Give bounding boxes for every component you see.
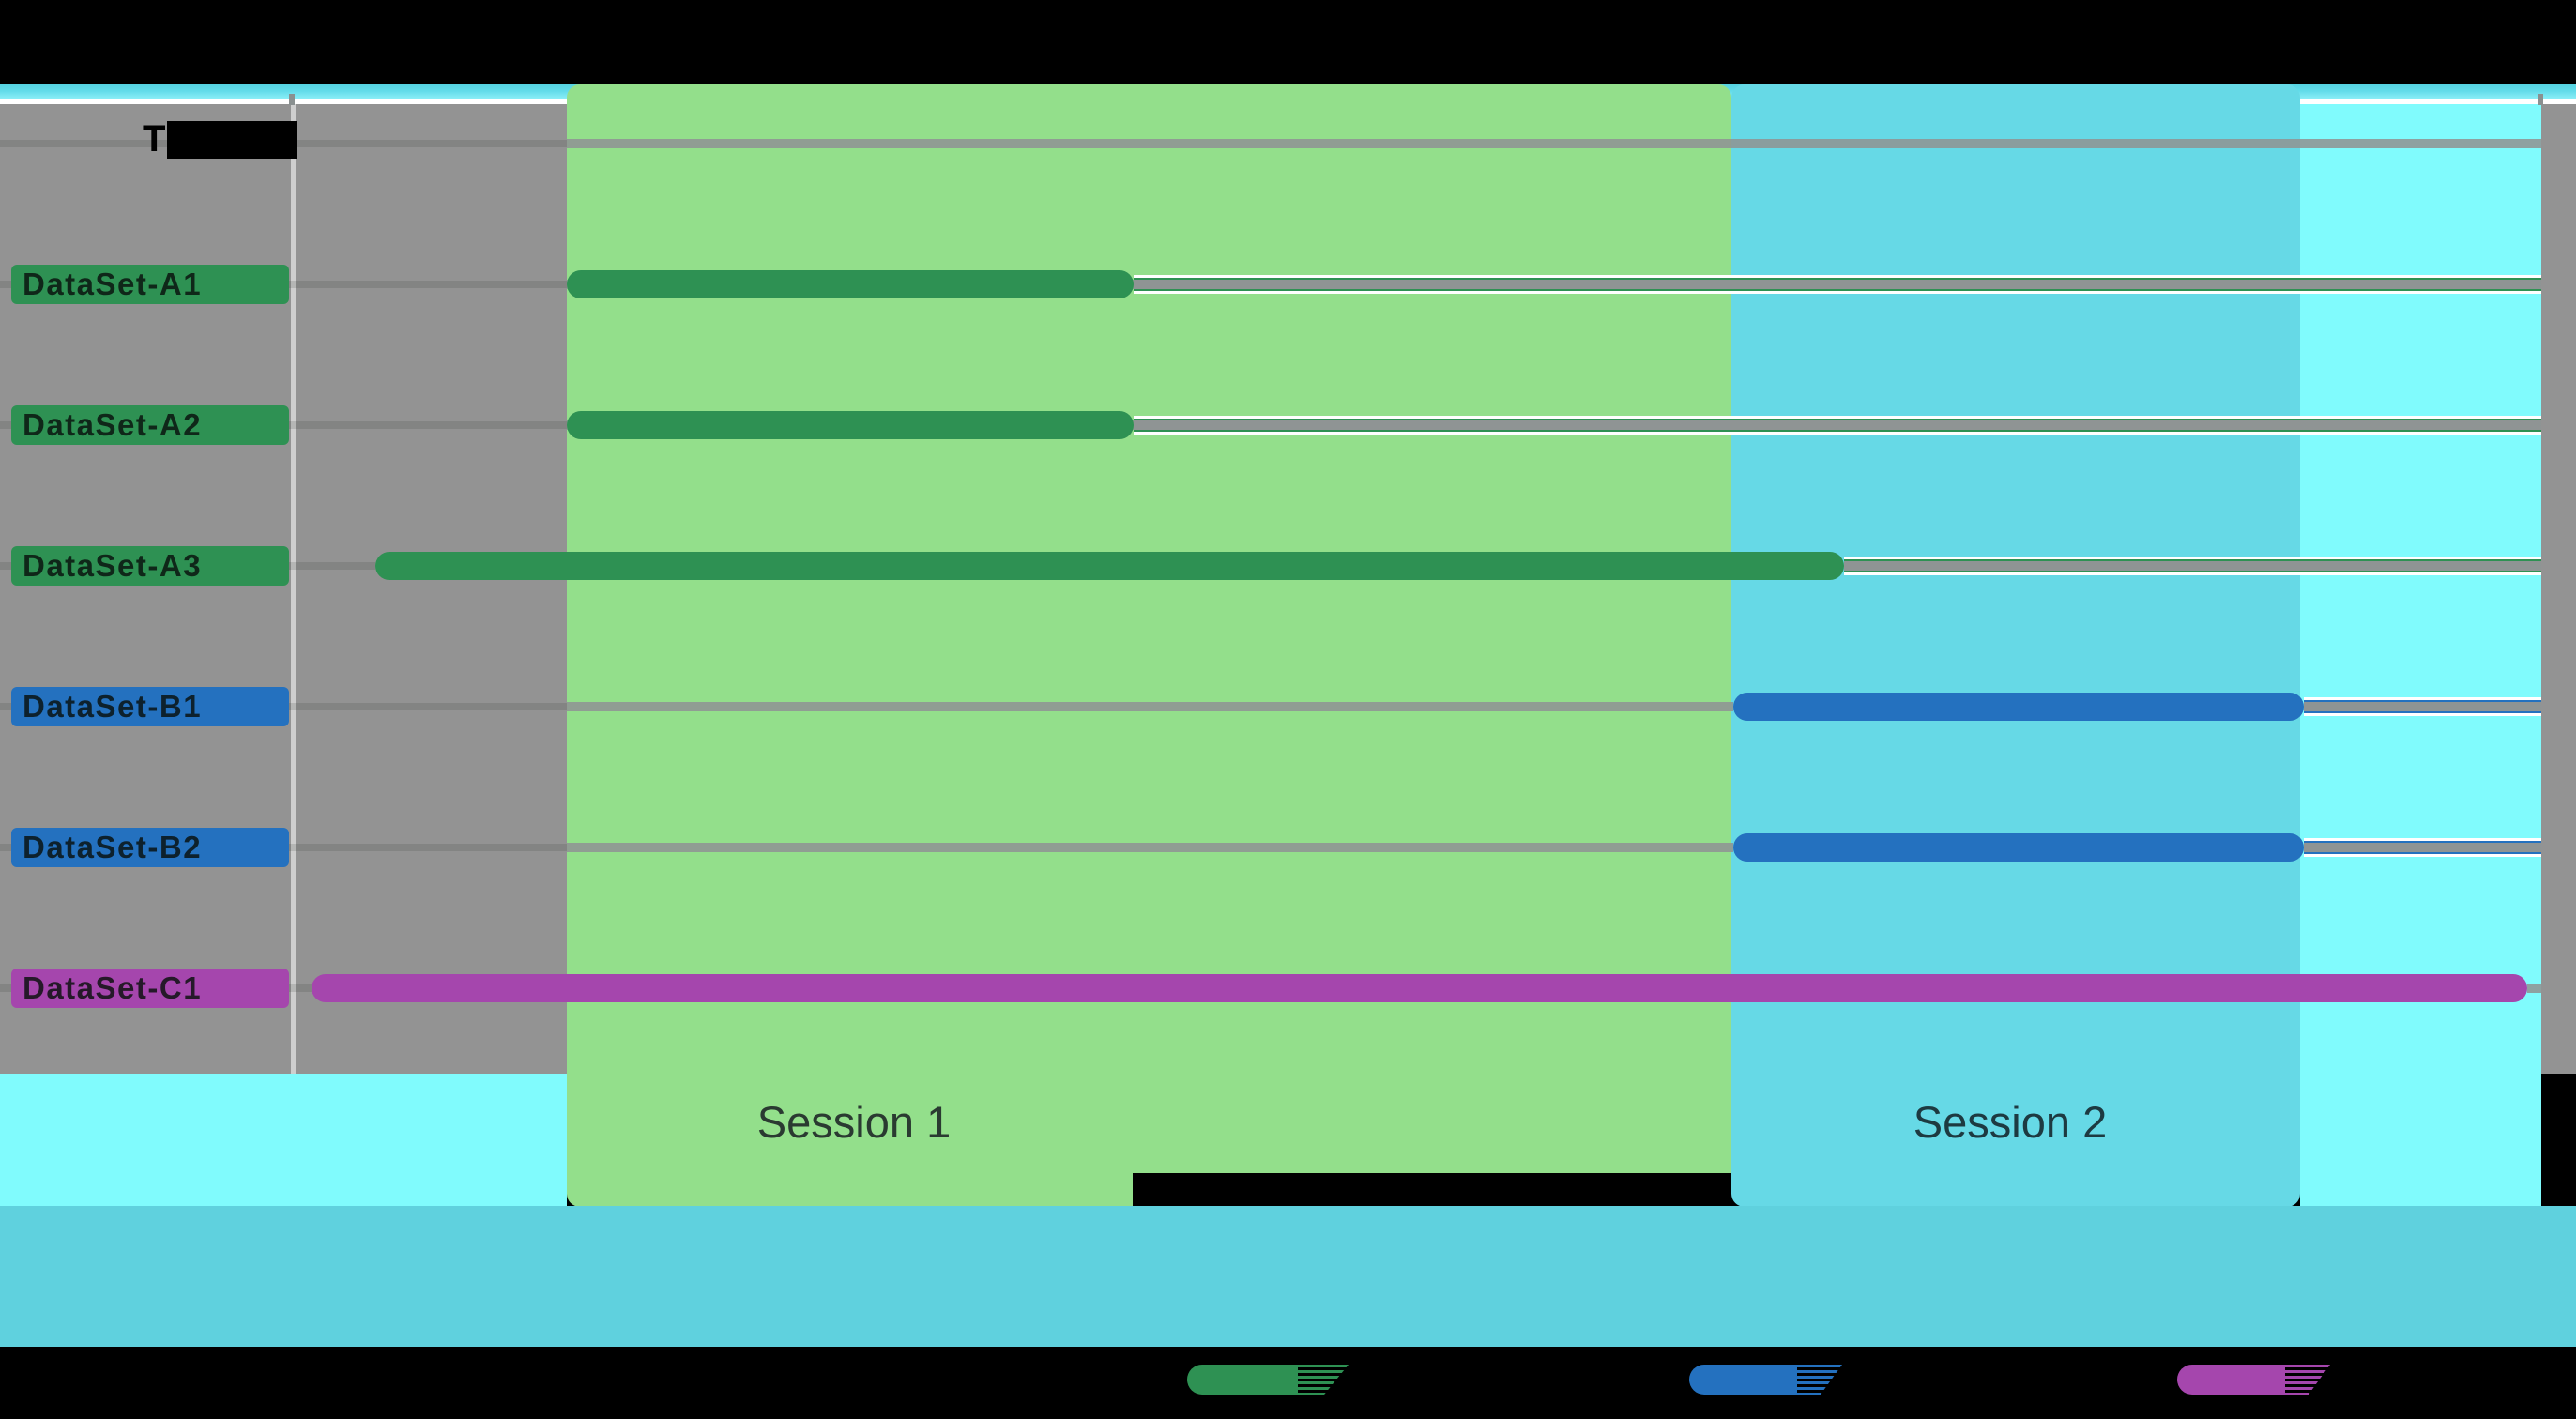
bar-dataset-a1 [567, 270, 1134, 298]
gridline-row4 [567, 702, 1733, 711]
row-label-dataset-a2: DataSet-A2 [11, 405, 289, 445]
x-tick-left [289, 94, 295, 105]
tail-row4 [2304, 697, 2541, 716]
title-redaction-box [167, 121, 297, 159]
right-aqua-zone [2300, 104, 2541, 1211]
title-visible-letter: T [143, 118, 166, 160]
session-1-label: Session 1 [756, 1097, 952, 1147]
left-aqua-zone [0, 1074, 567, 1211]
row-label-dataset-b2: DataSet-B2 [11, 828, 289, 867]
left-gray-panel [0, 104, 567, 1074]
session1-band [567, 84, 1731, 1207]
bar-dataset-a3 [375, 552, 1844, 580]
tail-row5 [2304, 838, 2541, 857]
gridline-row0 [567, 139, 2541, 148]
bar-dataset-a2 [567, 411, 1134, 439]
legend-key-purple [2177, 1365, 2285, 1395]
row-label-dataset-b1: DataSet-B1 [11, 687, 289, 726]
session-2-label: Session 2 [1913, 1097, 2108, 1147]
panel-divider-line [291, 104, 296, 1074]
row-label-dataset-c1: DataSet-C1 [11, 969, 289, 1008]
bar-dataset-c1 [312, 974, 2527, 1002]
session2-band [1731, 84, 2300, 1207]
gridline-row5 [567, 843, 1733, 852]
axis-top-edge-right [2300, 99, 2576, 105]
tail-row1 [1134, 275, 2541, 294]
bar-dataset-b1 [1733, 693, 2304, 721]
axis-top-edge-left [0, 99, 567, 105]
gridline-row6-stub [2527, 984, 2541, 993]
right-gray-panel [2541, 104, 2576, 1074]
legend-key-blue [1689, 1365, 1797, 1395]
row-label-dataset-a1: DataSet-A1 [11, 265, 289, 304]
legend-key-green [1187, 1365, 1298, 1395]
bottom-redaction-box [1133, 1173, 1731, 1207]
chart-title: T [143, 118, 297, 160]
row-label-dataset-a3: DataSet-A3 [11, 546, 289, 586]
bar-dataset-b2 [1733, 833, 2304, 862]
bottom-cyan-band [0, 1206, 2576, 1347]
tail-row3 [1844, 557, 2541, 575]
x-tick-right [2538, 94, 2543, 105]
tail-row2 [1134, 416, 2541, 435]
